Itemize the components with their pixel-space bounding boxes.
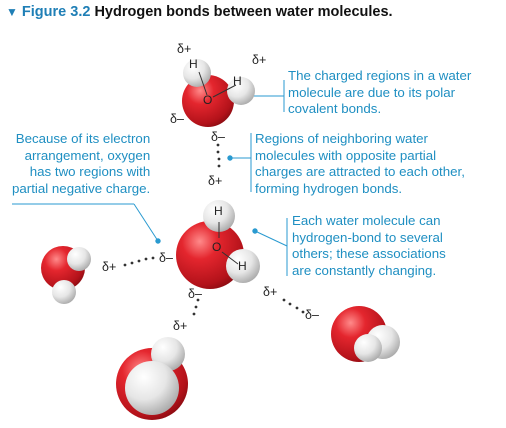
water-molecule-left	[41, 246, 91, 304]
callout-line: Because of its electron	[15, 131, 151, 146]
figure-number: Figure 3.2	[21, 4, 91, 20]
charge-label-delta-plus: δ+	[252, 53, 266, 67]
charge-label-delta-plus: δ+	[263, 285, 277, 299]
hydrogen-bond-left	[123, 256, 155, 267]
callout-line: The charged regions in a water	[288, 68, 472, 83]
callout-oxygen-regions: Because of its electron arrangement, oxy…	[12, 131, 150, 197]
callout-line: Each water molecule can	[292, 213, 441, 228]
charge-label-delta-minus: δ–	[305, 308, 319, 322]
charge-label-delta-plus: δ+	[102, 260, 116, 274]
charge-label-delta-plus: δ+	[173, 319, 187, 333]
hydrogen-atom	[125, 361, 179, 415]
callout-leader-line	[254, 230, 288, 247]
callout-leader-line	[133, 203, 159, 242]
hydrogen-atom	[354, 334, 382, 362]
figure-caption: Hydrogen bonds between water molecules.	[94, 4, 393, 20]
callout-line: molecules with opposite partial	[255, 147, 437, 163]
callout-leader-dot	[227, 155, 233, 161]
charge-label-delta-minus: δ–	[170, 112, 184, 126]
charge-label-delta-minus: δ–	[159, 251, 173, 265]
atom-label-h: H	[189, 57, 198, 71]
callout-line: hydrogen-bond to several	[292, 229, 443, 245]
hydrogen-atom	[203, 200, 235, 232]
hydrogen-bond-top	[216, 143, 221, 168]
callout-line: covalent bonds.	[288, 101, 382, 116]
water-molecule-center	[176, 200, 260, 289]
charge-label-delta-minus: δ–	[211, 130, 225, 144]
callout-leader-dot	[155, 238, 161, 244]
hydrogen-atom	[227, 77, 255, 105]
hydrogen-bond-bottom	[192, 298, 200, 316]
charge-label-delta-plus: δ+	[177, 42, 191, 56]
figure-title: ▼ Figure 3.2 Hydrogen bonds between wate…	[6, 4, 393, 20]
oxygen-atom	[176, 221, 244, 289]
charge-label-delta-minus: δ–	[188, 287, 202, 301]
atom-label-h: H	[233, 74, 242, 88]
hydrogen-atom	[226, 249, 260, 283]
water-molecule-top	[182, 59, 255, 127]
callout-line: Regions of neighboring water	[255, 131, 428, 146]
callout-several-bonds: Each water molecule can hydrogen-bond to…	[292, 213, 446, 279]
oxygen-atom	[182, 75, 234, 127]
hydrogen-atom	[67, 247, 91, 271]
callout-line: charges are attracted to each other,	[255, 164, 465, 179]
atom-label-o: O	[203, 93, 212, 107]
callout-attraction: Regions of neighboring water molecules w…	[255, 131, 465, 197]
callout-leader-dot	[252, 228, 258, 234]
charge-label-delta-plus: δ+	[208, 174, 222, 188]
callout-line: others; these associations	[292, 246, 446, 261]
atom-label-h: H	[238, 259, 247, 273]
callout-line: forming hydrogen bonds.	[255, 180, 403, 196]
callout-line: are constantly changing.	[292, 262, 437, 278]
callout-polar-bonds: The charged regions in a water molecule …	[288, 68, 471, 118]
hydrogen-atom	[52, 280, 76, 304]
hydrogen-bond-right	[282, 298, 305, 314]
callout-line: arrangement, oxygen	[24, 147, 151, 163]
atom-label-o: O	[212, 240, 221, 254]
hydrogen-atom	[183, 59, 211, 87]
figure-marker-icon: ▼	[6, 5, 18, 19]
atom-label-h: H	[214, 204, 223, 218]
water-molecule-right	[331, 306, 400, 362]
water-molecule-bottom	[116, 337, 188, 420]
callout-line: molecule are due to its polar	[288, 84, 456, 100]
callout-line: has two regions with	[29, 164, 151, 179]
callout-line: partial negative charge.	[12, 180, 151, 196]
